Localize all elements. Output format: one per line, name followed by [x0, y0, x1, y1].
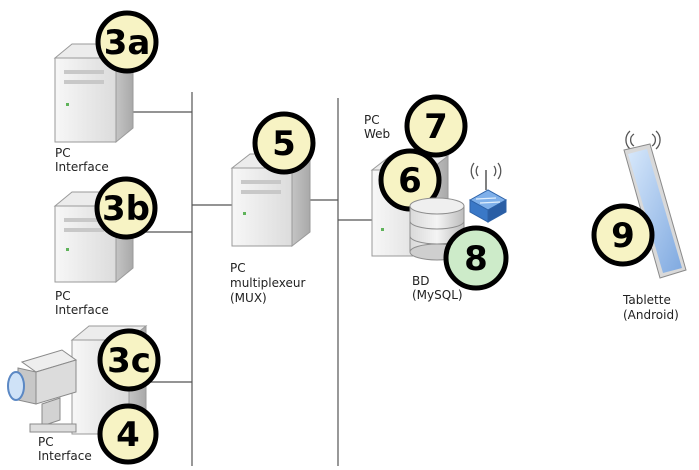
- badge-5: 5: [252, 111, 316, 175]
- badge-3b: 3b: [94, 176, 158, 240]
- server-3c: 3c 4 PC Interface: [7, 324, 161, 465]
- badge-3a-text: 3a: [104, 23, 151, 63]
- pc-3c-label-line1: PC: [38, 435, 54, 449]
- badge-8: 8: [443, 225, 509, 291]
- mux-label-line3: (MUX): [230, 291, 267, 305]
- database: 8 BD (MySQL): [409, 197, 509, 302]
- badge-6: 6: [378, 148, 442, 212]
- badge-9-text: 9: [611, 216, 635, 256]
- badge-6-text: 6: [398, 161, 422, 201]
- web-label-line2: Web: [364, 127, 390, 141]
- badge-3c: 3c: [97, 328, 161, 392]
- camera-icon: [7, 349, 78, 433]
- mux-label-line1: PC: [230, 261, 246, 275]
- badge-4: 4: [97, 403, 159, 465]
- db-label-line2: (MySQL): [412, 288, 463, 302]
- pc-3b-label-line2: Interface: [55, 303, 109, 317]
- badge-3c-text: 3c: [107, 341, 151, 381]
- pc-3a-label-line1: PC: [55, 146, 71, 160]
- wifi-switch-icon: [468, 162, 508, 223]
- server-3a: 3a PC Interface: [53, 10, 159, 174]
- badge-3b-text: 3b: [102, 189, 150, 229]
- mux-label-line2: multiplexeur: [230, 276, 306, 290]
- tablet-label-line2: (Android): [623, 308, 679, 322]
- badge-5-text: 5: [272, 124, 296, 164]
- pc-3c-label-line2: Interface: [38, 449, 92, 463]
- badge-8-text: 8: [464, 239, 488, 279]
- db-label-line1: BD: [412, 274, 429, 288]
- badge-7: 7: [404, 94, 468, 158]
- server-3b: 3b PC Interface: [53, 176, 158, 317]
- server-web: PC Web 7 6: [364, 94, 468, 258]
- badge-3a: 3a: [95, 10, 159, 74]
- web-label-line1: PC: [364, 113, 380, 127]
- tablet-label-line1: Tablette: [622, 293, 671, 307]
- badge-7-text: 7: [424, 107, 448, 147]
- badge-9: 9: [591, 203, 655, 267]
- pc-3a-label-line2: Interface: [55, 160, 109, 174]
- badge-4-text: 4: [116, 415, 140, 455]
- pc-3b-label-line1: PC: [55, 289, 71, 303]
- tablet: 9 Tablette (Android): [591, 130, 687, 322]
- server-mux: 5 PC multiplexeur (MUX): [230, 111, 316, 305]
